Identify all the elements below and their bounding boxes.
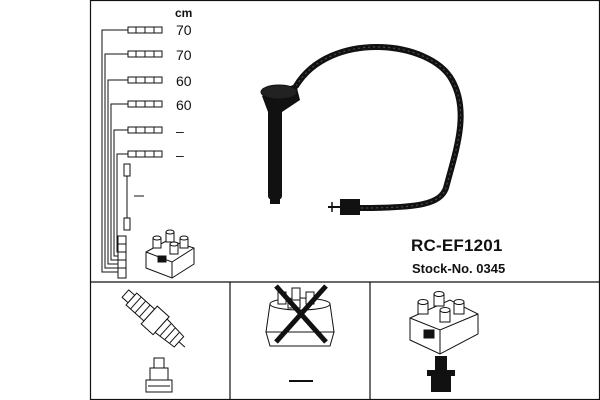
length-label-5: – [176,123,184,139]
wire-set-schematic [101,26,163,279]
length-label-3: 60 [176,73,192,89]
not-compatible-cross-icon [274,284,328,344]
unit-label: cm [175,6,193,20]
ignition-lead-icon [260,44,464,215]
part-number: RC-EF1201 [411,236,503,255]
stock-number: Stock-No. 0345 [412,261,506,276]
plug-terminal-icon [145,357,173,393]
length-label-1: 70 [176,22,192,38]
length-label-6: – [176,147,184,163]
spark-plug-icon [121,289,186,348]
ignition-coil-icon [409,291,479,355]
cable-terminals [127,26,163,158]
length-label-2: 70 [176,47,192,63]
coil-terminal-icon [427,356,455,392]
coil-pack-small-icon [145,229,195,279]
length-label-4: 60 [176,97,192,113]
